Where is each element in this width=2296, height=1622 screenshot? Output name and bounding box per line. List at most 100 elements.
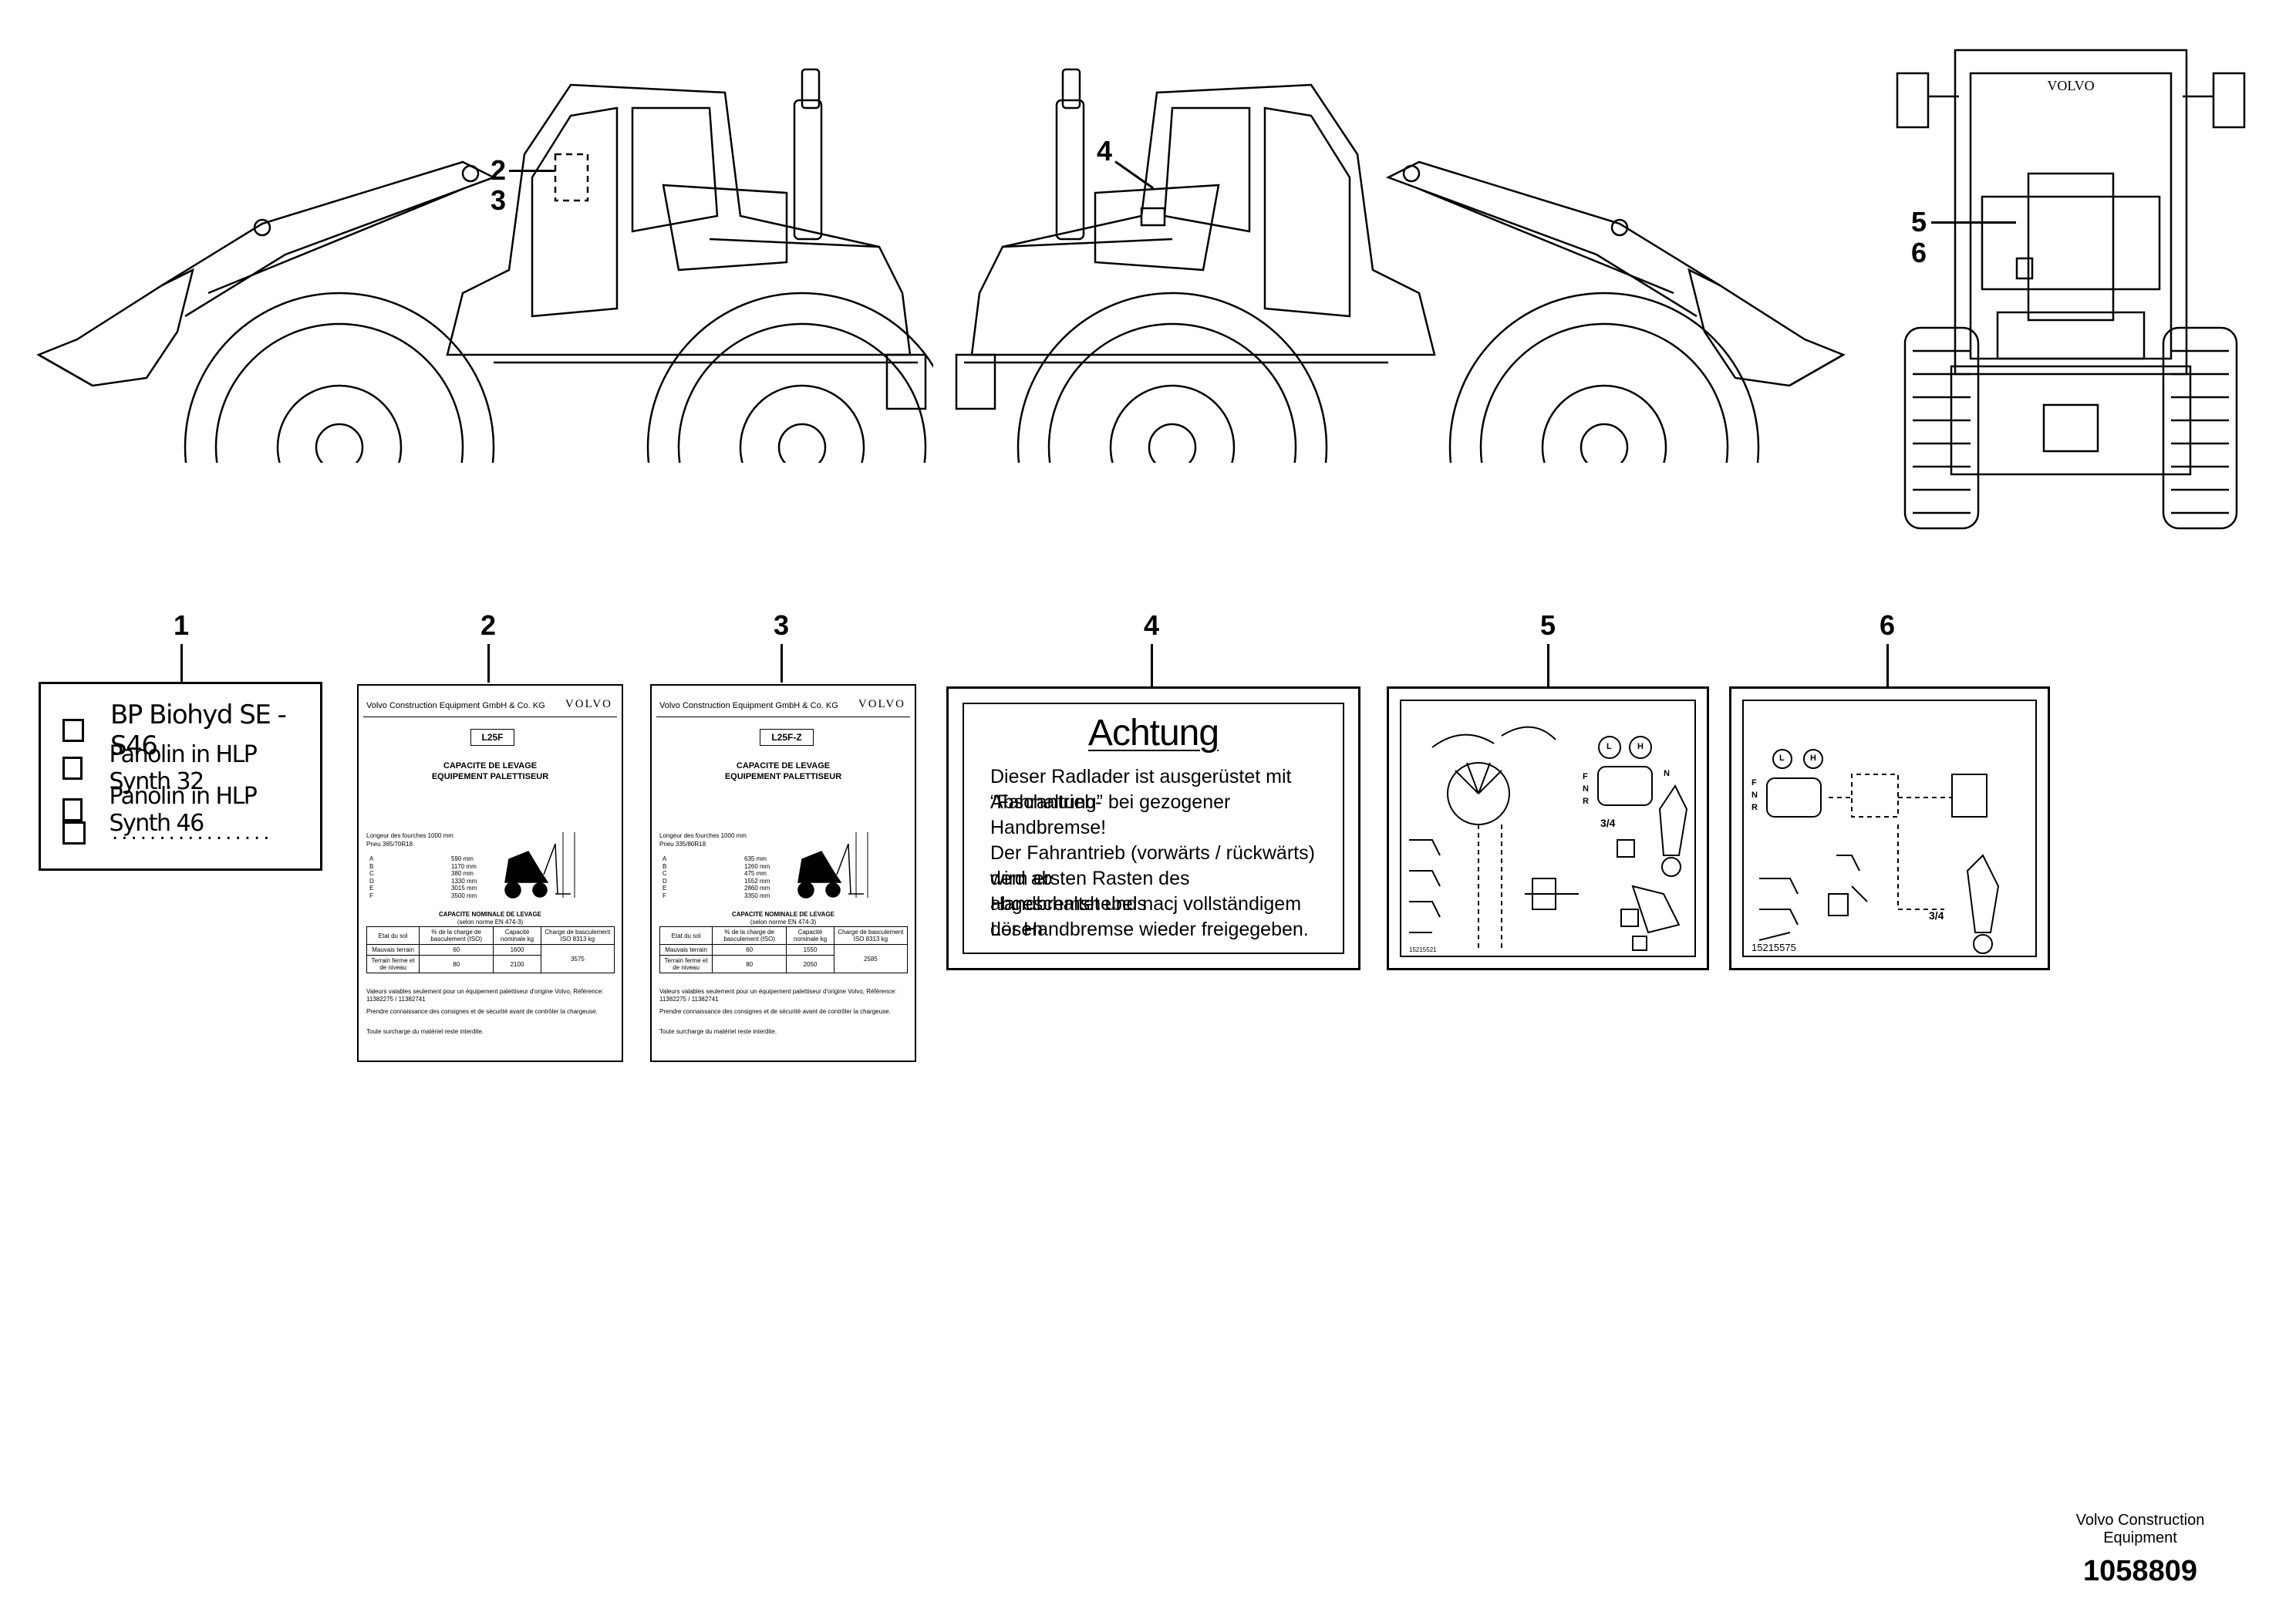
inner-border: Achtung Dieser Radlader ist ausgerüstet … [963,703,1344,954]
table-header: Etat du sol [366,926,420,945]
decal-3-lifting-capacity-l25f-z: Volvo Construction Equipment GmbH & Co. … [650,684,916,1062]
checkbox [62,757,83,780]
letter-F: F [1583,772,1588,781]
table-cell: 2585 [833,944,909,973]
dims-letters: A B C D E F [369,855,374,899]
capacity-subtitle: EQUIPEMENT PALETTISEUR [431,772,549,781]
callout-5: 5 [1911,206,1927,238]
table-header: % de la charge de basculement (ISO) [419,926,494,945]
note: Valeurs valables seulement pour un équip… [659,988,897,1003]
letter-L: L [1607,742,1612,751]
loader-left-side-view [36,68,933,463]
warning-line: abgeschaltet und nacj vollständigem Löse… [990,893,1302,940]
table-cell: 1550 [786,944,834,956]
volvo-logo: VOLVO [858,698,905,710]
decal-4-achtung-warning: Achtung Dieser Radlader ist ausgerüstet … [946,686,1360,970]
warning-line: dem ersten Rasten des Handbremshebels [990,868,1190,915]
spec-line: Longeur des fourches 1000 mm [366,832,453,839]
spec-line: Longeur des fourches 1000 mm [659,832,747,839]
stem-5 [1547,644,1549,686]
checkbox [62,821,86,845]
table-header: Capacité nominale kg [786,926,834,945]
table-header: Etat du sol [659,926,713,945]
letter-H: H [1637,742,1644,751]
volvo-logo: VOLVO [565,698,612,710]
part-code: 15215575 [1752,942,1796,953]
stem-1 [180,644,183,683]
forklift-diagram [797,832,868,899]
note: Valeurs valables seulement pour un équip… [366,988,604,1003]
fraction: 3/4 [1600,817,1616,829]
checkbox [62,719,84,742]
model-box: L25F [470,729,514,746]
callout-4: 4 [1097,135,1113,167]
letter-R: R [1583,797,1589,806]
leader-2 [509,170,555,172]
warning-title: Achtung [964,712,1343,754]
note: Prendre connaissance des consignes et de… [659,1008,891,1015]
oil-option-text: BP Biohyd SE - S46 [110,700,287,761]
model-box: L25F-Z [760,729,814,746]
oil-option-row: Panolin in HLP Synth 46 [62,783,320,837]
callout-2: 2 [491,154,507,186]
table-cell: 80 [419,955,494,973]
footer-company: Volvo Construction [2075,1512,2205,1529]
note: Toute surcharge du matériel reste interd… [366,1028,484,1035]
capacity-title: CAPACITE DE LEVAGE [736,761,831,771]
warning-line: Dieser Radlader ist ausgerüstet mit “Fah… [990,766,1292,813]
callout-6: 6 [1911,237,1927,268]
decal-number-5: 5 [1539,609,1556,641]
oil-option-row: Panolin in HLP Synth 32 [62,741,320,795]
table-cell: Terrain ferme et de niveau [659,955,713,973]
table-cell: 1600 [493,944,541,956]
dims-letters: A B C D E F [663,855,667,899]
warning-line: der Handbremse wieder freigegeben. [990,919,1309,940]
letter-R: R [1752,803,1758,812]
decal-number-6: 6 [1879,609,1896,641]
inner-border: F N R L H N 3/4 15215521 [1400,700,1696,957]
table-header: Capacité nominale kg [493,926,541,945]
decal-number-4: 4 [1143,609,1160,641]
table-cell: 3575 [540,944,615,973]
table-cell: Mauvais terrain [659,944,713,956]
footer-company-2: Equipment [2103,1529,2177,1546]
oil-option-text: ................. [112,821,273,845]
table-cell: 2050 [786,955,834,973]
company-name: Volvo Construction Equipment GmbH & Co. … [659,701,838,710]
letter-L: L [1779,754,1785,763]
drawing-number: 1058809 [2083,1555,2197,1587]
decal-1-oil-label: BP Biohyd SE - S46 Panolin in HLP Synth … [39,682,322,871]
inner-border: F N R L H 3/4 15215575 [1742,700,2037,957]
note: Toute surcharge du matériel reste interd… [659,1028,777,1035]
capacity-table: Etat du sol % de la charge de basculemen… [366,926,615,973]
spec-line: Pneu 335/80R18 [659,841,706,848]
stem-2 [487,644,490,683]
table-cell: 80 [712,955,787,973]
nominal-title: CAPACITE NOMINALE DE LEVAGE [438,911,542,918]
dims-values: 635 mm 1260 mm 475 mm 1552 mm 2860 mm 33… [744,855,770,899]
svg-text:VOLVO: VOLVO [2047,78,2094,93]
letter-H: H [1810,754,1816,763]
table-header: Charge de basculement ISO 8313 kg [833,926,909,945]
fraction: 3/4 [1929,909,1944,922]
nominal-norm: (selon norme EN 474-3) [750,919,817,926]
table-header: % de la charge de basculement (ISO) [712,926,787,945]
letter-F: F [1752,778,1757,787]
decal-number-1: 1 [173,609,190,641]
footer: Volvo Construction Equipment 1058809 [2040,1512,2240,1588]
nominal-norm: (selon norme EN 474-3) [457,919,524,926]
oil-option-row: ................. [62,821,273,845]
decal-number-3: 3 [773,609,790,641]
nominal-title: CAPACITE NOMINALE DE LEVAGE [731,911,835,918]
lever-pattern-pictogram [1409,726,1688,951]
table-cell: Terrain ferme et de niveau [366,955,420,973]
leader-5 [1931,221,2016,224]
checkbox [62,798,83,821]
loader-rear-view: VOLVO [1896,49,2246,530]
decal-number-2: 2 [480,609,497,641]
table-header: Charge de basculement ISO 8313 kg [540,926,615,945]
decal-6-control-pictogram: F N R L H 3/4 15215575 [1729,686,2050,970]
oil-option-row: BP Biohyd SE - S46 [62,700,320,761]
oil-option-text: Panolin in HLP Synth 32 [109,741,257,795]
warning-line: Abschaltung” bei gezogener Handbremse! [990,791,1231,838]
